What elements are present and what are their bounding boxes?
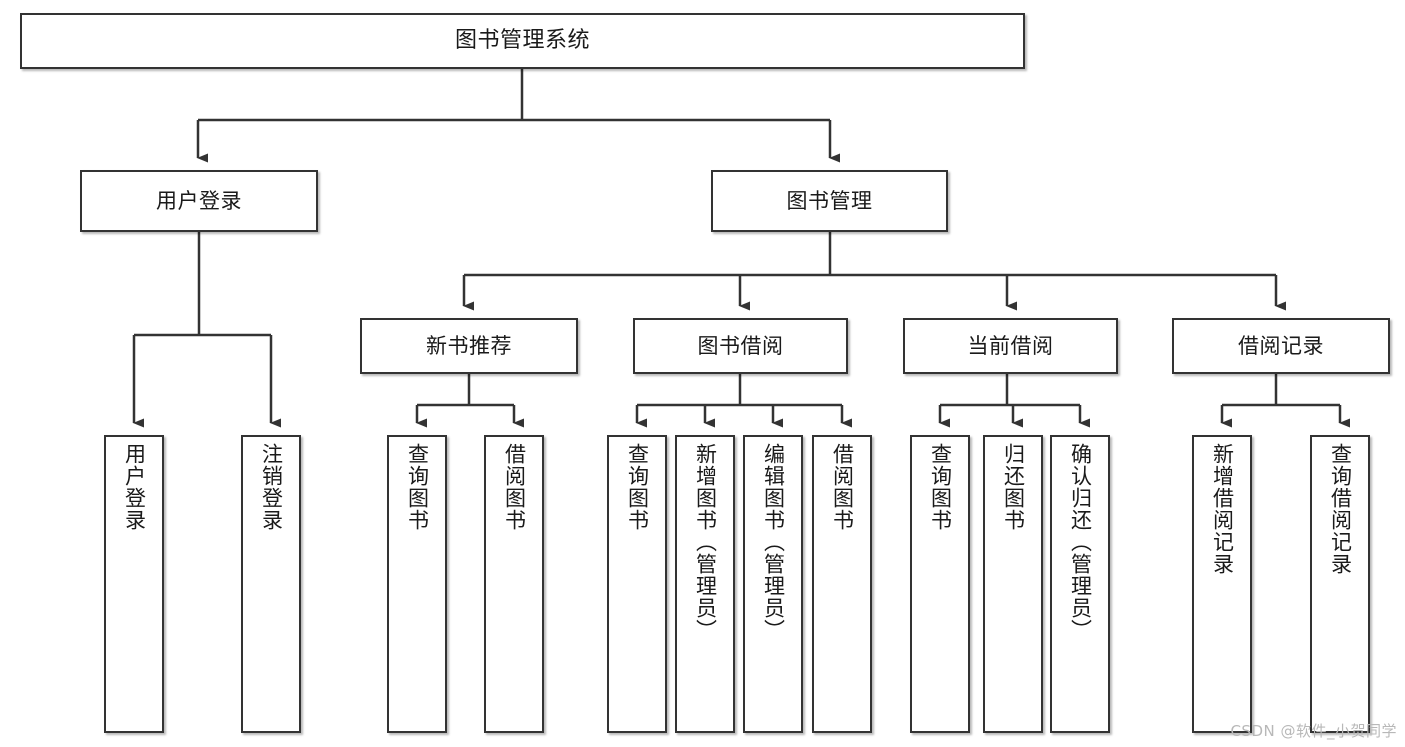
edge-book-manage-to-tier3	[462, 232, 1286, 311]
edge-book-borrow-to-leaves	[635, 374, 852, 428]
node-label: 查询图书	[405, 443, 430, 531]
node-label: 查询图书	[625, 443, 650, 531]
edge-current-borrow-to-leaves	[938, 374, 1090, 428]
node-label: 借阅记录	[1238, 333, 1324, 358]
node-new-book-recommend[interactable]: 新书推荐	[360, 318, 578, 374]
node-current-borrow[interactable]: 当前借阅	[903, 318, 1118, 374]
leaf-node-query-book-borrow[interactable]: 查询图书	[607, 435, 667, 733]
leaf-node-query-borrow-record[interactable]: 查询借阅记录	[1310, 435, 1370, 733]
node-label: 图书管理	[786, 188, 873, 213]
edge-borrow-record-to-leaves	[1220, 374, 1350, 428]
node-label: 新增图书（管理员）	[693, 443, 718, 641]
node-label: 查询借阅记录	[1328, 443, 1353, 575]
leaf-node-query-book-recommend[interactable]: 查询图书	[387, 435, 447, 733]
leaf-node-confirm-return-admin[interactable]: 确认归还（管理员）	[1050, 435, 1110, 733]
node-label: 用户登录	[156, 188, 242, 213]
node-book-borrow[interactable]: 图书借阅	[633, 318, 848, 374]
leaf-node-edit-book-admin[interactable]: 编辑图书（管理员）	[743, 435, 803, 733]
edge-new-book-rec-to-leaves	[415, 374, 524, 428]
csdn-watermark: CSDN @软件_小贺同学	[1230, 722, 1397, 740]
leaf-node-add-book-admin[interactable]: 新增图书（管理员）	[675, 435, 735, 733]
node-label: 借阅图书	[830, 443, 855, 531]
node-label: 新书推荐	[426, 333, 512, 358]
leaf-node-return-book[interactable]: 归还图书	[983, 435, 1043, 733]
node-root-book-management-system[interactable]: 图书管理系统	[20, 13, 1025, 69]
node-label: 编辑图书（管理员）	[761, 443, 786, 641]
node-book-management[interactable]: 图书管理	[711, 170, 948, 232]
node-label: 当前借阅	[967, 333, 1054, 358]
node-label: 确认归还（管理员）	[1068, 443, 1093, 641]
node-label: 注销登录	[259, 443, 284, 531]
node-borrow-record[interactable]: 借阅记录	[1172, 318, 1390, 374]
node-label: 新增借阅记录	[1210, 443, 1235, 575]
leaf-node-user-login[interactable]: 用户登录	[104, 435, 164, 733]
edge-user-login-to-leaves	[132, 232, 281, 428]
edge-root-to-tier2	[196, 69, 840, 163]
leaf-node-query-book-current[interactable]: 查询图书	[910, 435, 970, 733]
node-user-login[interactable]: 用户登录	[80, 170, 318, 232]
leaf-node-logout[interactable]: 注销登录	[241, 435, 301, 733]
node-label: 用户登录	[122, 443, 147, 531]
leaf-node-add-borrow-record[interactable]: 新增借阅记录	[1192, 435, 1252, 733]
node-label: 归还图书	[1001, 443, 1026, 531]
node-label: 图书借阅	[697, 333, 784, 358]
leaf-node-borrow-book[interactable]: 借阅图书	[812, 435, 872, 733]
node-label: 借阅图书	[502, 443, 527, 531]
node-label: 图书管理系统	[454, 28, 590, 54]
leaf-node-borrow-book-recommend[interactable]: 借阅图书	[484, 435, 544, 733]
node-label: 查询图书	[928, 443, 953, 531]
